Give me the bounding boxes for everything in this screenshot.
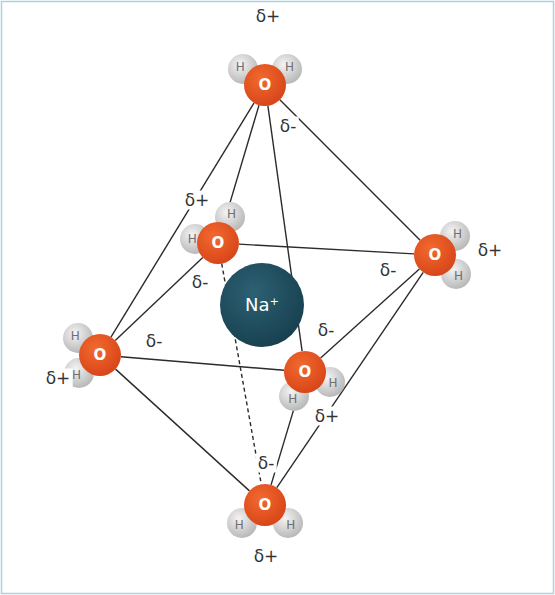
ion-symbol: Na⁺	[245, 296, 279, 314]
partial-charge: δ-	[144, 332, 165, 351]
hydrogen-symbol: H	[454, 270, 463, 282]
hydrogen-symbol: H	[72, 369, 81, 381]
oxygen-symbol: O	[259, 78, 272, 93]
oxygen-atom	[284, 351, 326, 393]
octahedron-edge	[280, 100, 420, 240]
water-molecule: HOH	[385, 205, 485, 305]
oxygen-atom	[197, 222, 239, 264]
oxygen-symbol: O	[94, 348, 107, 363]
oxygen-symbol: O	[212, 236, 225, 251]
partial-charge: δ-	[378, 261, 399, 280]
oxygen-atom	[244, 64, 286, 106]
octahedron-edge	[116, 369, 250, 491]
hydrogen-symbol: H	[285, 61, 294, 73]
hydrogen-symbol: H	[188, 233, 197, 245]
oxygen-symbol: O	[299, 365, 312, 380]
hydrogen-symbol: H	[235, 519, 244, 531]
oxygen-atom	[244, 484, 286, 526]
partial-charge: δ-	[256, 454, 277, 473]
oxygen-atom	[414, 234, 456, 276]
partial-charge: δ-	[316, 321, 337, 340]
partial-charge: δ-	[190, 273, 211, 292]
partial-charge: δ+	[476, 241, 505, 260]
hydrogen-symbol: H	[236, 61, 245, 73]
octahedron-edge	[115, 257, 203, 340]
partial-charge: δ+	[44, 369, 73, 388]
sodium-ion: Na⁺	[220, 263, 304, 347]
partial-charge: δ+	[252, 547, 281, 566]
partial-charge: δ-	[278, 117, 299, 136]
hydrogen-symbol: H	[453, 228, 462, 240]
partial-charge: δ+	[313, 407, 342, 426]
oxygen-symbol: O	[259, 498, 272, 513]
hydrogen-symbol: H	[227, 208, 236, 220]
octahedron-edge	[321, 269, 420, 358]
water-molecule: H O H	[50, 305, 150, 405]
octahedron-edge	[121, 357, 284, 371]
partial-charge: δ+	[254, 7, 283, 26]
partial-charge: δ+	[183, 191, 212, 210]
octahedron-edge	[239, 244, 414, 254]
water-molecule: H O H	[215, 35, 315, 135]
hydrogen-symbol: H	[288, 393, 297, 405]
oxygen-atom	[79, 334, 121, 376]
hydrogen-symbol: H	[328, 377, 337, 389]
oxygen-symbol: O	[429, 248, 442, 263]
hydrogen-symbol: H	[71, 330, 80, 342]
hydrogen-symbol: H	[286, 519, 295, 531]
ion-sphere	[220, 263, 304, 347]
